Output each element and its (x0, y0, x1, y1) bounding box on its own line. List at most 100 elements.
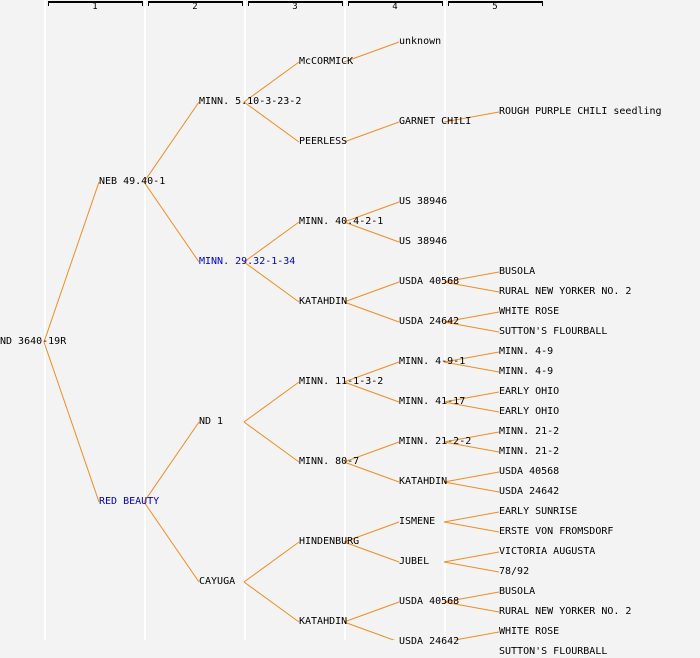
pedigree-connector (343, 41, 400, 63)
pedigree-node[interactable]: EARLY OHIO (499, 406, 560, 417)
pedigree-connector (43, 181, 100, 343)
pedigree-node[interactable]: HINDENBURG (299, 536, 360, 547)
pedigree-node[interactable]: MINN. 41-17 (399, 396, 466, 407)
pedigree-node[interactable]: USDA 24642 (399, 636, 460, 647)
pedigree-connector (343, 441, 400, 463)
pedigree-node[interactable]: unknown (399, 36, 442, 47)
pedigree-node[interactable]: US 38946 (399, 236, 448, 247)
generation-label: 3 (292, 2, 298, 12)
pedigree-node[interactable]: McCORMICK (299, 56, 354, 67)
generation-bracket (148, 1, 243, 6)
pedigree-connector (443, 281, 500, 293)
pedigree-node[interactable]: MINN. 11-1-3-2 (299, 376, 384, 387)
pedigree-connector (243, 541, 300, 583)
pedigree-connector (343, 121, 400, 143)
pedigree-node[interactable]: RED BEAUTY (99, 496, 160, 507)
pedigree-connector (243, 381, 300, 423)
generation-label: 4 (392, 2, 398, 12)
pedigree-connector (243, 221, 300, 263)
pedigree-connector (443, 511, 500, 523)
generation-bracket (348, 1, 443, 6)
column-separator (344, 0, 346, 640)
pedigree-connector (143, 421, 200, 503)
pedigree-node[interactable]: USDA 24642 (499, 486, 560, 497)
pedigree-connector (443, 441, 500, 453)
pedigree-connector (343, 541, 400, 563)
pedigree-connector (43, 341, 100, 503)
pedigree-connector (343, 521, 400, 543)
pedigree-connectors (43, 41, 500, 640)
pedigree-node[interactable]: PEERLESS (299, 136, 348, 147)
pedigree-connector (343, 601, 400, 623)
pedigree-node[interactable]: MINN. 4-9 (499, 366, 554, 377)
pedigree-node[interactable]: ERSTE VON FROMSDORF (499, 526, 614, 537)
pedigree-node[interactable]: NEB 49.40-1 (99, 176, 166, 187)
pedigree-node[interactable]: USDA 24642 (399, 316, 460, 327)
pedigree-connector (443, 361, 500, 373)
pedigree-node[interactable]: JUBEL (399, 556, 430, 567)
pedigree-connector (443, 401, 500, 413)
pedigree-node[interactable]: ND 1 (199, 416, 224, 427)
pedigree-node[interactable]: ROUGH PURPLE CHILI seedling (499, 106, 662, 117)
pedigree-node[interactable]: MINN. 40.4-2-1 (299, 216, 384, 227)
pedigree-connector (343, 621, 395, 640)
pedigree-connector (443, 521, 500, 533)
pedigree-connector (443, 271, 500, 283)
pedigree-node[interactable]: USDA 40568 (399, 276, 460, 287)
pedigree-connector (443, 431, 500, 443)
pedigree-node[interactable]: SUTTON'S FLOURBALL (499, 646, 608, 657)
pedigree-node[interactable]: MINN. 5.10-3-23-2 (199, 96, 302, 107)
pedigree-node[interactable]: EARLY OHIO (499, 386, 560, 397)
pedigree-connector (143, 181, 200, 263)
pedigree-node[interactable]: EARLY SUNRISE (499, 506, 578, 517)
pedigree-connector (343, 301, 400, 323)
pedigree-node[interactable]: MINN. 21-2 (499, 446, 560, 457)
pedigree-connector (443, 561, 500, 573)
pedigree-node[interactable]: WHITE ROSE (499, 306, 560, 317)
pedigree-node[interactable]: ISMENE (399, 516, 436, 527)
pedigree-node[interactable]: MINN. 4-9 (499, 346, 554, 357)
pedigree-node[interactable]: CAYUGA (199, 576, 236, 587)
generation-label: 1 (92, 2, 98, 12)
pedigree-node[interactable]: MINN. 29.32-1-34 (199, 256, 296, 267)
pedigree-node[interactable]: VICTORIA AUGUSTA (499, 546, 596, 557)
pedigree-node[interactable]: KATAHDIN (299, 296, 348, 307)
pedigree-connector (343, 221, 400, 243)
pedigree-node[interactable]: USDA 40568 (399, 596, 460, 607)
pedigree-root[interactable]: ND 3640-19R (0, 336, 67, 347)
generation-bracket (48, 1, 143, 6)
pedigree-node[interactable]: RURAL NEW YORKER NO. 2 (499, 606, 632, 617)
pedigree-connector (243, 101, 300, 143)
pedigree-node[interactable]: SUTTON'S FLOURBALL (499, 326, 608, 337)
pedigree-connector (443, 311, 500, 323)
pedigree-node[interactable]: KATAHDIN (399, 476, 448, 487)
pedigree-node[interactable]: 78/92 (499, 566, 530, 577)
column-separator (244, 0, 246, 640)
pedigree-connector (452, 631, 500, 640)
pedigree-node[interactable]: KATAHDIN (299, 616, 348, 627)
pedigree-node[interactable]: BUSOLA (499, 266, 536, 277)
pedigree-connector (343, 361, 400, 383)
pedigree-node[interactable]: MINN. 21-2-2 (399, 436, 472, 447)
pedigree-node[interactable]: WHITE ROSE (499, 626, 560, 637)
pedigree-node[interactable]: RURAL NEW YORKER NO. 2 (499, 286, 632, 297)
pedigree-connector (443, 471, 500, 483)
pedigree-node[interactable]: GARNET CHILI (399, 116, 472, 127)
column-separator (444, 0, 446, 640)
pedigree-connector (443, 481, 500, 493)
pedigree-connector (343, 461, 400, 483)
pedigree-connector (143, 501, 200, 583)
pedigree-node[interactable]: BUSOLA (499, 586, 536, 597)
pedigree-node[interactable]: MINN. 80-7 (299, 456, 360, 467)
pedigree-connector (143, 101, 200, 183)
pedigree-node[interactable]: USDA 40568 (499, 466, 560, 477)
pedigree-node[interactable]: US 38946 (399, 196, 448, 207)
pedigree-node[interactable]: MINN. 21-2 (499, 426, 560, 437)
pedigree-connector (343, 381, 400, 403)
generation-bracket (448, 1, 543, 6)
pedigree-node[interactable]: MINN. 4-9-1 (399, 356, 466, 367)
column-separator (144, 0, 146, 640)
pedigree-connector (343, 201, 400, 223)
pedigree-connector (443, 551, 500, 563)
pedigree-connector (443, 351, 500, 363)
